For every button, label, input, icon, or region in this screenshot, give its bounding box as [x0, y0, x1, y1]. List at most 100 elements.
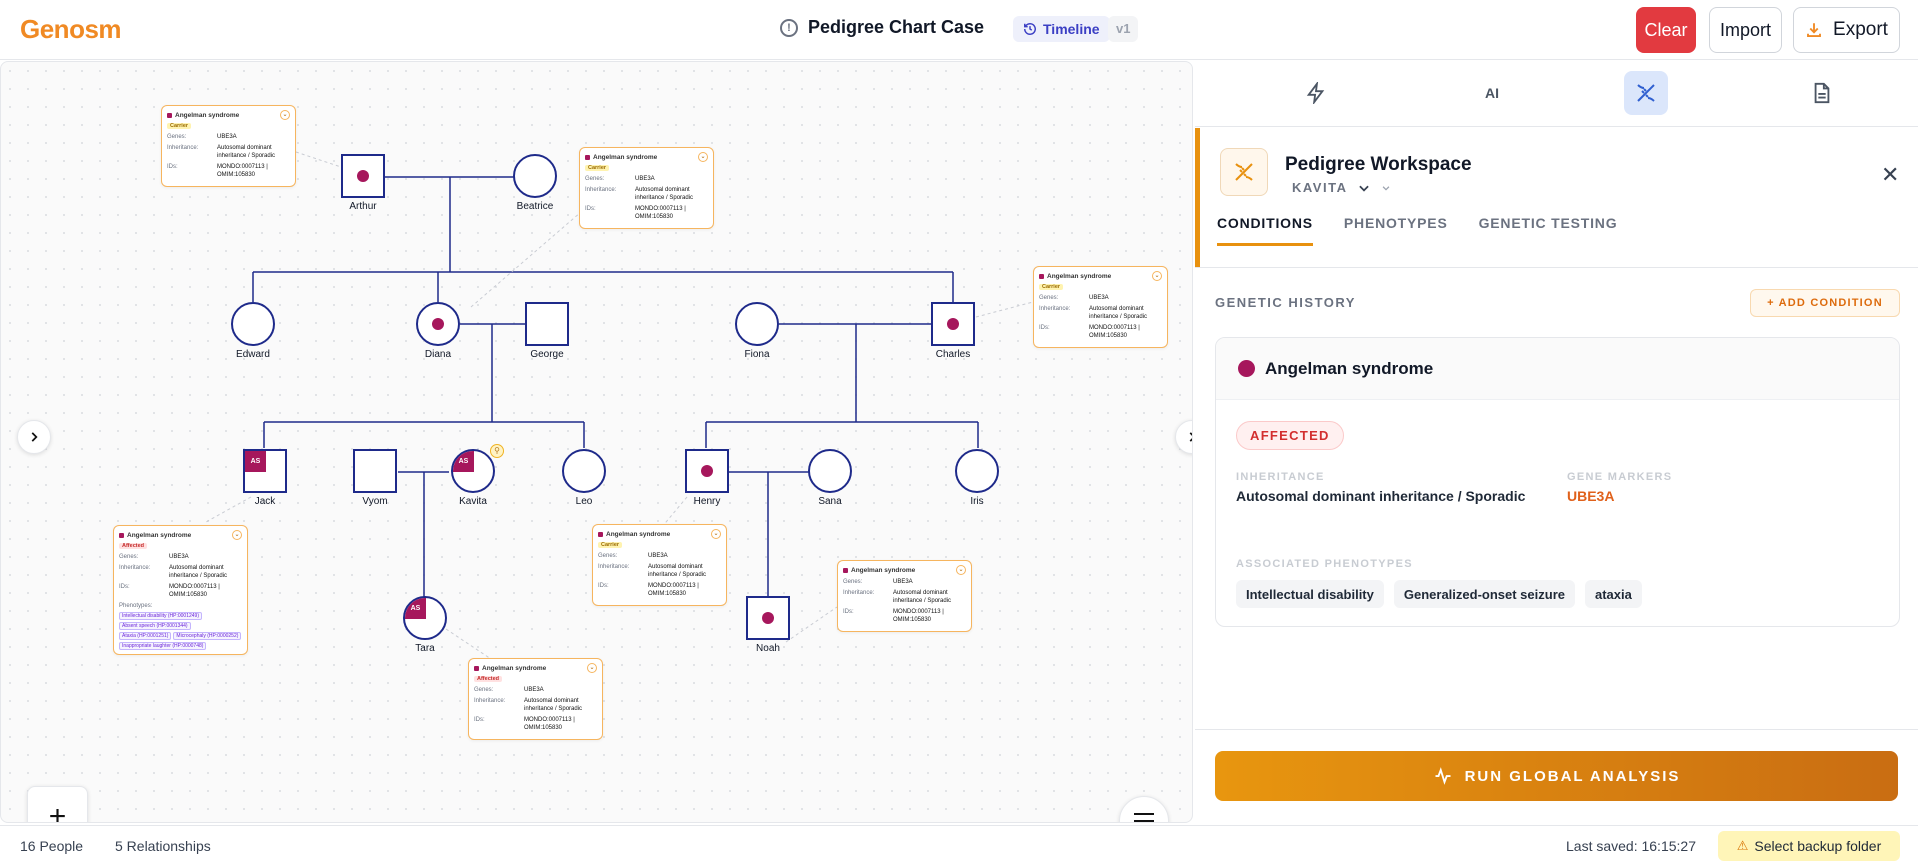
menu-icon	[1134, 813, 1154, 822]
chevron-down-icon[interactable]: ⌄	[1152, 271, 1162, 281]
chevron-down-icon[interactable]: ⌄	[956, 565, 966, 575]
run-global-analysis-button[interactable]: RUN GLOBAL ANALYSIS	[1215, 751, 1898, 801]
tab-quick-actions[interactable]	[1294, 71, 1338, 115]
workspace-dna-icon	[1220, 148, 1268, 196]
person-node[interactable]	[931, 302, 975, 346]
card-title: Angelman syndrome	[482, 664, 547, 672]
genes-value: UBE3A	[1089, 295, 1109, 301]
condition-card[interactable]: Angelman syndrome⌄ Affected Genes:UBE3A …	[468, 658, 603, 741]
phenotype-tag: Ataxia (HP:0001251)	[119, 632, 172, 641]
inheritance-label: Inheritance:	[119, 565, 151, 572]
select-backup-folder-button[interactable]: ⚠ Select backup folder	[1718, 831, 1900, 861]
status-badge[interactable]: AFFECTED	[1236, 421, 1344, 450]
person-node[interactable]	[353, 449, 397, 493]
card-title: Angelman syndrome	[606, 530, 671, 538]
person-node[interactable]: AS	[451, 449, 495, 493]
carrier-marker	[701, 465, 713, 477]
condition-card[interactable]: Angelman syndrome⌄ Genes:UBE3A Inheritan…	[837, 560, 972, 633]
carrier-marker	[432, 318, 444, 330]
person-node[interactable]	[955, 449, 999, 493]
person-node[interactable]	[808, 449, 852, 493]
add-person-button[interactable]: +	[27, 786, 88, 822]
tab-report[interactable]	[1800, 71, 1844, 115]
phenotype-chip[interactable]: Intellectual disability	[1236, 580, 1384, 608]
ids-value: MONDO:0007113 | OMIM:105830	[648, 583, 699, 598]
person-node[interactable]	[525, 302, 569, 346]
condition-header[interactable]: Angelman syndrome	[1216, 338, 1899, 400]
inheritance-value: Autosomal dominant inheritance / Sporadi…	[1236, 488, 1526, 504]
inheritance-value: Autosomal dominant inheritance / Sporadi…	[893, 590, 952, 605]
condition-card[interactable]: Angelman syndrome⌄ Carrier Genes:UBE3A I…	[1033, 266, 1168, 349]
chevron-down-icon[interactable]: ⌄	[587, 663, 597, 673]
person-node[interactable]: AS	[243, 449, 287, 493]
ids-label: IDs:	[167, 164, 178, 171]
person-name: Charles	[935, 349, 971, 360]
inheritance-value: Autosomal dominant inheritance / Sporadi…	[635, 187, 694, 202]
affected-marker: AS	[405, 598, 426, 619]
condition-color-swatch	[474, 665, 479, 671]
person-node[interactable]	[341, 154, 385, 198]
app-logo[interactable]: Genosm	[20, 14, 122, 44]
gene-markers-value: UBE3A	[1567, 488, 1615, 504]
person-name: Iris	[970, 496, 984, 507]
person-node[interactable]	[416, 302, 460, 346]
tab-genetics[interactable]	[1624, 71, 1668, 115]
lightning-icon	[1306, 82, 1325, 104]
status-badge: Carrier	[585, 165, 610, 171]
phenotype-chip[interactable]: ataxia	[1585, 580, 1642, 608]
add-condition-button[interactable]: + ADD CONDITION	[1750, 289, 1900, 317]
person-name: Beatrice	[516, 201, 554, 212]
ids-label: IDs:	[585, 206, 596, 213]
ids-label: IDs:	[598, 583, 609, 590]
phenotype-chip[interactable]: Generalized-onset seizure	[1393, 580, 1575, 608]
chevron-down-icon[interactable]: ⌄	[280, 110, 290, 120]
condition-color-swatch	[598, 531, 603, 537]
ids-label: IDs:	[843, 609, 854, 616]
chevron-down-icon[interactable]: ⌄	[232, 530, 242, 540]
status-badge: Carrier	[167, 123, 192, 129]
inheritance-value: Autosomal dominant inheritance / Sporadi…	[1089, 306, 1148, 321]
carrier-marker	[947, 318, 959, 330]
inheritance-label: Inheritance:	[474, 698, 506, 705]
person-node[interactable]	[513, 154, 557, 198]
tab-conditions[interactable]: CONDITIONS	[1217, 215, 1313, 246]
info-icon[interactable]: !	[780, 18, 798, 37]
person-name: Edward	[236, 349, 270, 360]
condition-card[interactable]: Angelman syndrome⌄ Carrier Genes:UBE3A I…	[592, 524, 727, 607]
genes-label: Genes:	[167, 134, 187, 140]
workspace-header: Pedigree Workspace KAVITA ✕ CONDITIONS P…	[1195, 128, 1918, 267]
condition-color-swatch	[167, 112, 172, 118]
person-node[interactable]	[231, 302, 275, 346]
subject-selector[interactable]: KAVITA	[1292, 180, 1391, 195]
tab-genetic-testing[interactable]: GENETIC TESTING	[1478, 215, 1618, 231]
condition-card[interactable]: Angelman syndrome⌄ Affected Genes:UBE3A …	[113, 525, 248, 656]
clear-button[interactable]: Clear	[1636, 7, 1696, 53]
person-node[interactable]	[746, 596, 790, 640]
person-node[interactable]	[735, 302, 779, 346]
person-node[interactable]	[562, 449, 606, 493]
person-node[interactable]: AS	[403, 596, 447, 640]
genes-label: Genes:	[585, 176, 605, 182]
tab-ai[interactable]: AI	[1485, 85, 1499, 101]
status-badge: Carrier	[1039, 284, 1064, 290]
link-icon[interactable]: ⚲	[490, 444, 504, 458]
tab-phenotypes[interactable]: PHENOTYPES	[1343, 215, 1448, 231]
section-label: GENETIC HISTORY	[1215, 295, 1356, 310]
phenotype-tag: Intellectual disability (HP:0001249)	[119, 612, 202, 621]
close-icon[interactable]: ✕	[1881, 162, 1900, 187]
person-node[interactable]	[685, 449, 729, 493]
expand-left-panel-button[interactable]	[17, 420, 51, 454]
condition-card[interactable]: Angelman syndrome⌄ Carrier Genes:UBE3A I…	[161, 105, 296, 188]
import-button[interactable]: Import	[1709, 7, 1782, 53]
genes-value: UBE3A	[648, 553, 668, 559]
condition-name: Angelman syndrome	[1265, 358, 1434, 378]
chevron-down-icon[interactable]: ⌄	[698, 152, 708, 162]
pedigree-canvas[interactable]: Arthur Beatrice Edward Diana George Fion…	[0, 61, 1193, 823]
chevron-down-icon[interactable]: ⌄	[711, 529, 721, 539]
export-label: Export	[1833, 19, 1888, 40]
case-title: ! Pedigree Chart Case	[780, 17, 984, 38]
condition-card[interactable]: Angelman syndrome⌄ Carrier Genes:UBE3A I…	[579, 147, 714, 230]
timeline-button[interactable]: Timeline	[1013, 16, 1110, 42]
workspace-tabs: CONDITIONS PHENOTYPES GENETIC TESTING	[1217, 215, 1617, 246]
export-button[interactable]: Export	[1793, 7, 1900, 53]
